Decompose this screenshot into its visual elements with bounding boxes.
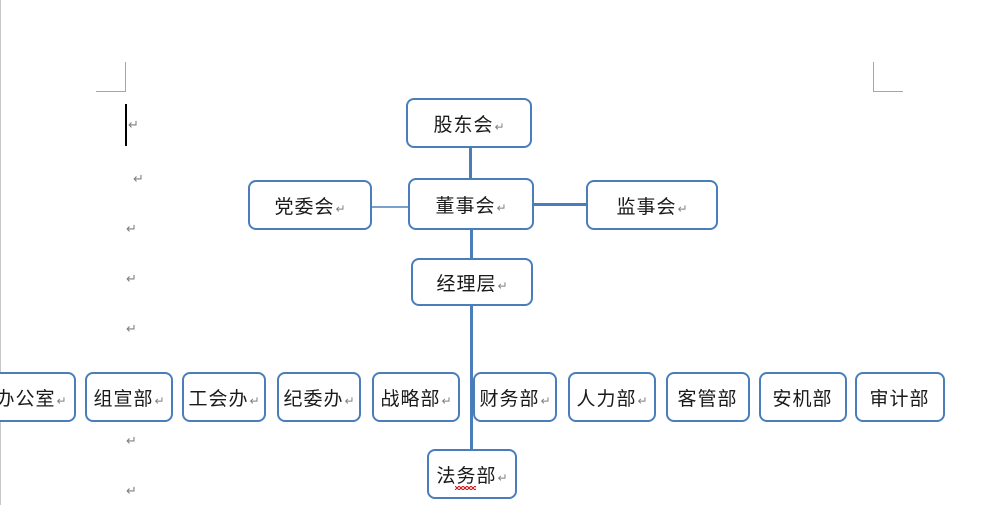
node-label: 股东会↵ [433,114,505,136]
node-department-organization-publicity[interactable]: 组宣部↵ [85,372,173,422]
paragraph-mark: ↵ [126,321,137,336]
node-department-human-resources[interactable]: 人力部↵ [568,372,656,422]
paragraph-mark: ↵ [126,221,137,236]
node-label: 工会办↵ [188,388,260,410]
paragraph-mark: ↵ [128,117,139,132]
node-department-safety-equipment[interactable]: 安机部 [759,372,847,422]
node-label: 人力部↵ [576,388,648,410]
connector-management-trunk [470,306,473,496]
node-label: 纪委办↵ [283,388,355,410]
connector-shareholders-to-board [469,146,472,178]
node-label: 审计部 [869,388,930,410]
node-label: 监事会↵ [616,196,688,218]
node-label: 经理层↵ [436,273,508,295]
node-management-layer[interactable]: 经理层↵ [411,258,533,306]
node-board-of-directors[interactable]: 董事会↵ [408,178,534,230]
node-label: 安机部 [772,388,833,410]
spellcheck-squiggle-icon [455,485,477,490]
page-left-edge [0,0,1,505]
node-label: 战略部↵ [380,388,452,410]
connector-board-to-supervisors [531,203,586,206]
connector-party-to-board [370,206,412,208]
node-department-legal-affairs[interactable]: 法务部↵ [427,449,517,499]
node-label: 财务部↵ [479,388,551,410]
node-shareholders-meeting[interactable]: 股东会↵ [406,98,532,148]
node-label: 董事会↵ [435,195,507,217]
node-party-committee[interactable]: 党委会↵ [248,180,372,230]
node-label: 组宣部↵ [93,388,165,410]
text-caret [125,104,127,146]
paragraph-mark: ↵ [126,433,137,448]
paragraph-mark: ↵ [126,271,137,286]
node-label: 党委会↵ [274,196,346,218]
margin-mark-top-left [96,62,126,92]
node-department-strategy[interactable]: 战略部↵ [372,372,460,422]
node-label: 客管部 [677,388,738,410]
paragraph-mark: ↵ [126,483,137,498]
node-department-finance[interactable]: 财务部↵ [473,372,557,422]
node-label: 办公室↵ [0,388,67,410]
node-department-discipline-office[interactable]: 纪委办↵ [277,372,361,422]
margin-mark-top-right [873,62,903,92]
node-department-union-office[interactable]: 工会办↵ [182,372,266,422]
node-label: 法务部↵ [436,461,508,490]
node-department-audit[interactable]: 审计部 [855,372,945,422]
node-board-of-supervisors[interactable]: 监事会↵ [586,180,718,230]
connector-board-to-management [470,230,473,258]
paragraph-mark: ↵ [133,171,144,186]
node-department-customer-management[interactable]: 客管部 [666,372,750,422]
node-department-office[interactable]: 办公室↵ [0,372,76,422]
